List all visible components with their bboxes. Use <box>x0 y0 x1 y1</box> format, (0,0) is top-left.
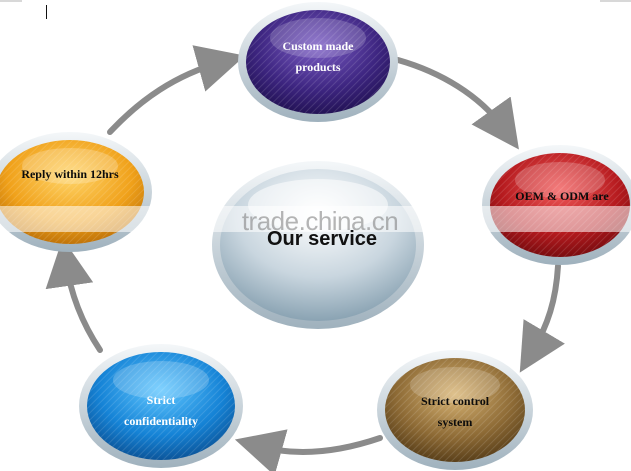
text-cursor <box>46 5 47 19</box>
watermark-band <box>0 206 631 232</box>
node-our-service <box>212 161 424 329</box>
node-reply-within-12hrs <box>0 132 152 252</box>
node-strict-confidentiality <box>79 344 243 468</box>
top-edge-line-left <box>0 0 22 2</box>
node-strict-control-system <box>377 350 533 470</box>
arrow-control-to-confidential <box>234 429 383 471</box>
node-oem-odm <box>482 145 631 265</box>
top-edge-line-right <box>600 0 631 2</box>
arrow-reply-to-custom <box>107 45 246 135</box>
arrow-custom-to-oem <box>395 57 519 150</box>
node-custom-made-products <box>238 2 398 122</box>
arrow-confidential-to-reply <box>45 238 103 353</box>
arrow-oem-to-control <box>519 263 565 373</box>
